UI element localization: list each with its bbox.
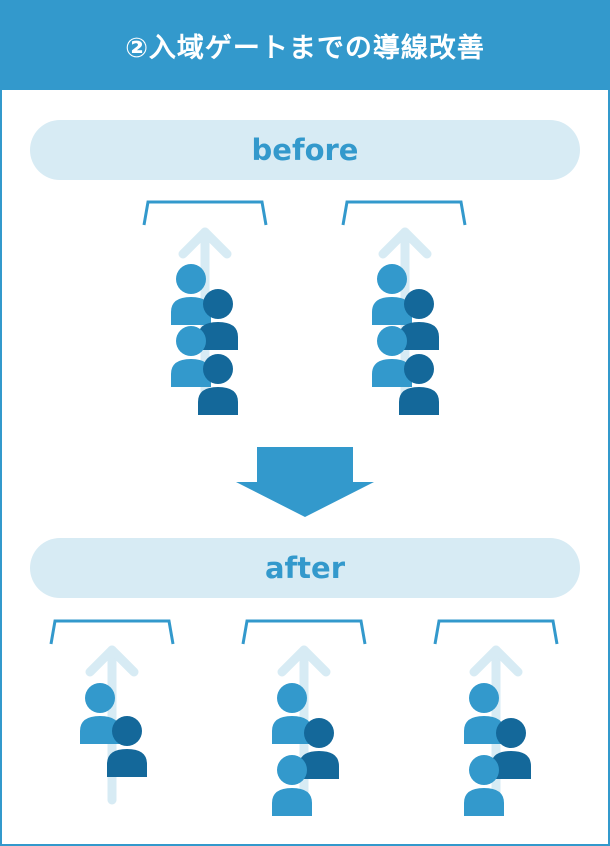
person-icon xyxy=(399,354,439,415)
person-icon xyxy=(198,289,238,350)
after-lane-2 xyxy=(241,619,367,816)
gate-icon xyxy=(433,619,559,645)
gate-icon xyxy=(142,200,268,226)
person-icon xyxy=(107,716,147,777)
person-icon xyxy=(464,683,504,744)
gate-icon xyxy=(49,619,175,645)
after-lane-1 xyxy=(49,619,175,805)
person-icon xyxy=(491,718,531,779)
before-lane-2 xyxy=(341,200,467,415)
person-icon xyxy=(171,264,211,325)
person-icon xyxy=(399,289,439,350)
after-lane-3 xyxy=(433,619,559,816)
down-arrow-icon xyxy=(236,447,374,517)
after-label-pill: after xyxy=(30,538,580,598)
person-icon xyxy=(198,354,238,415)
gate-icon xyxy=(341,200,467,226)
person-icon xyxy=(372,264,412,325)
person-icon xyxy=(80,683,120,744)
person-icon xyxy=(464,755,504,816)
before-label-pill: before xyxy=(30,120,580,180)
person-icon xyxy=(372,326,412,387)
page-title: ②入域ゲートまでの導線改善 xyxy=(0,0,610,90)
person-icon xyxy=(299,718,339,779)
person-icon xyxy=(171,326,211,387)
gate-icon xyxy=(241,619,367,645)
page-title-text: ②入域ゲートまでの導線改善 xyxy=(125,32,485,64)
person-icon xyxy=(272,755,312,816)
person-icon xyxy=(272,683,312,744)
before-label: before xyxy=(251,133,359,167)
before-lane-1 xyxy=(142,200,268,415)
after-label: after xyxy=(264,551,346,585)
